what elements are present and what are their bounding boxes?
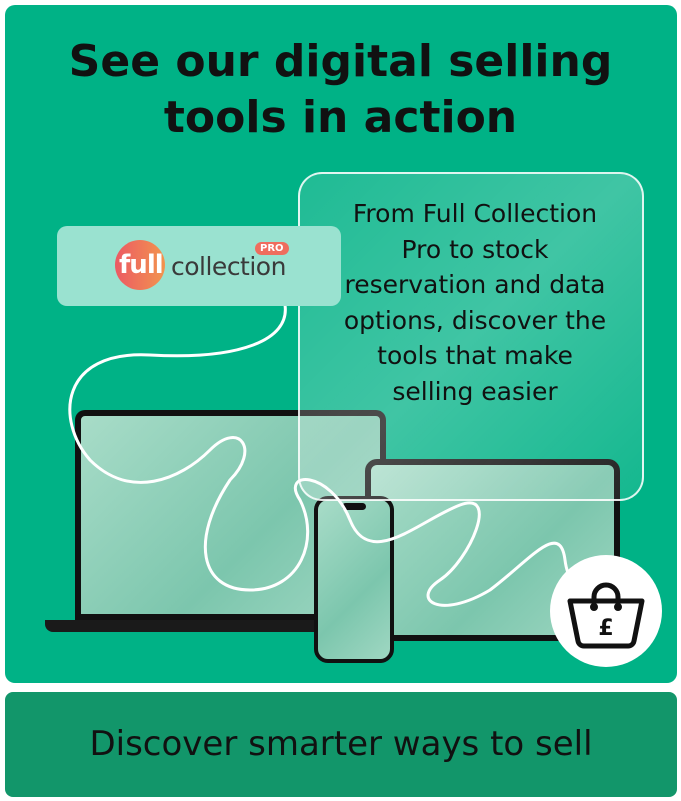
headline-line-2: tools in action: [163, 92, 518, 143]
logo-circle: [115, 240, 165, 290]
basket-badge: £: [550, 555, 662, 667]
phone-screen: [314, 496, 394, 663]
cta-button[interactable]: Discover smarter ways to sell: [5, 692, 677, 797]
description-text: From Full Collection Pro to stock reserv…: [343, 199, 607, 406]
description-card: [298, 172, 644, 501]
phone-notch: [342, 503, 366, 510]
full-collection-pro-logo: full collection PRO: [57, 226, 341, 306]
headline: See our digital selling tools in action: [0, 34, 681, 146]
logo-pro-badge: PRO: [255, 242, 289, 255]
shopping-basket-pound-icon: £: [567, 582, 645, 649]
logo-full: full: [119, 250, 164, 280]
headline-line-1: See our digital selling: [68, 36, 613, 87]
logo-collection: collection: [171, 252, 286, 281]
svg-text:£: £: [598, 616, 613, 641]
